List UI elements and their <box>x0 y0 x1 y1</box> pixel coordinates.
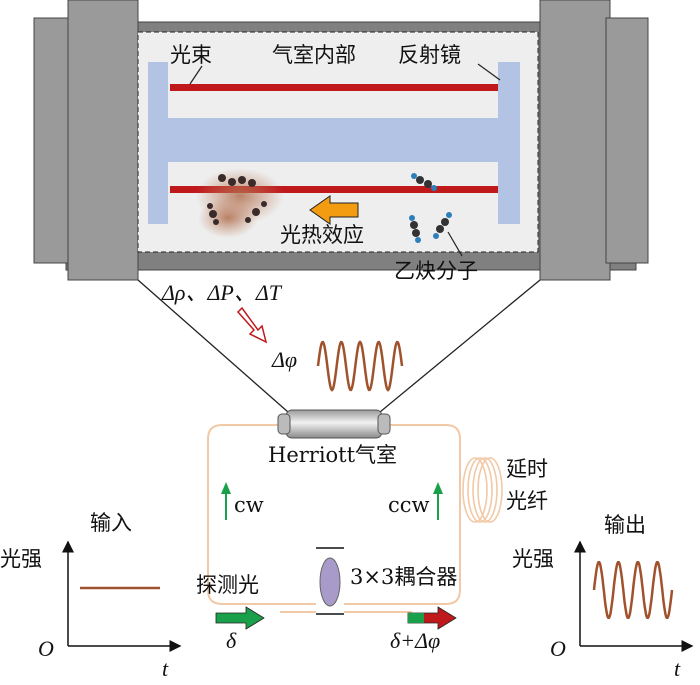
phase-wave <box>316 340 404 392</box>
label-phase: Δφ <box>271 347 297 372</box>
label-delay-2: 光纤 <box>506 489 548 513</box>
output-origin: O <box>550 636 566 661</box>
zoom-line-left <box>137 279 289 413</box>
label-delay-1: 延时 <box>506 457 548 481</box>
input-xlabel: t <box>162 656 169 680</box>
herriott-tube <box>285 409 383 439</box>
photothermal-arrow <box>309 195 359 225</box>
molecule-acetylene <box>409 173 452 243</box>
label-molecule: 乙炔分子 <box>394 259 478 283</box>
label-ccw: ccw <box>388 493 430 517</box>
output-signal <box>592 560 674 620</box>
fiber-right <box>344 424 461 605</box>
fiber-left <box>207 424 316 605</box>
mirror-assembly <box>148 62 520 224</box>
label-cw: cw <box>234 493 264 517</box>
label-delta-out: δ+Δφ <box>390 628 440 653</box>
output-xlabel: t <box>674 656 681 680</box>
label-beam: 光束 <box>170 43 212 67</box>
right-flange-outer <box>605 17 649 264</box>
right-flange <box>539 0 611 281</box>
label-photothermal: 光热效应 <box>280 223 364 247</box>
label-probe: 探测光 <box>196 573 259 597</box>
delay-fiber-coil <box>462 457 503 523</box>
label-mirror: 反射镜 <box>398 43 461 67</box>
input-origin: O <box>38 636 54 661</box>
probe-arrow <box>215 606 265 630</box>
perturbation-arrow <box>236 306 268 344</box>
molecule-cluster-hot <box>207 174 267 225</box>
output-ylabel: 光强 <box>512 547 554 571</box>
beam-lower <box>170 186 498 193</box>
input-plot: 输入 光强 O t <box>0 511 182 681</box>
label-delta-in: δ <box>226 628 237 653</box>
label-coupler: 3×3耦合器 <box>350 565 457 589</box>
label-perturbation: Δρ、ΔP、ΔT <box>161 280 283 305</box>
zoom-line-right <box>379 279 541 413</box>
input-title: 输入 <box>90 511 132 535</box>
input-ylabel: 光强 <box>0 547 42 571</box>
gas-cell: 光束 气室内部 反射镜 光热效应 乙炔分子 <box>33 0 649 283</box>
left-flange <box>67 0 139 281</box>
label-herriott: Herriott气室 <box>268 443 397 467</box>
fiber-loop <box>207 409 503 615</box>
output-plot: 输出 光强 O t <box>512 513 694 681</box>
beam-upper <box>170 84 498 91</box>
output-title: 输出 <box>604 513 646 537</box>
label-interior: 气室内部 <box>272 43 356 67</box>
coupler <box>319 557 341 607</box>
